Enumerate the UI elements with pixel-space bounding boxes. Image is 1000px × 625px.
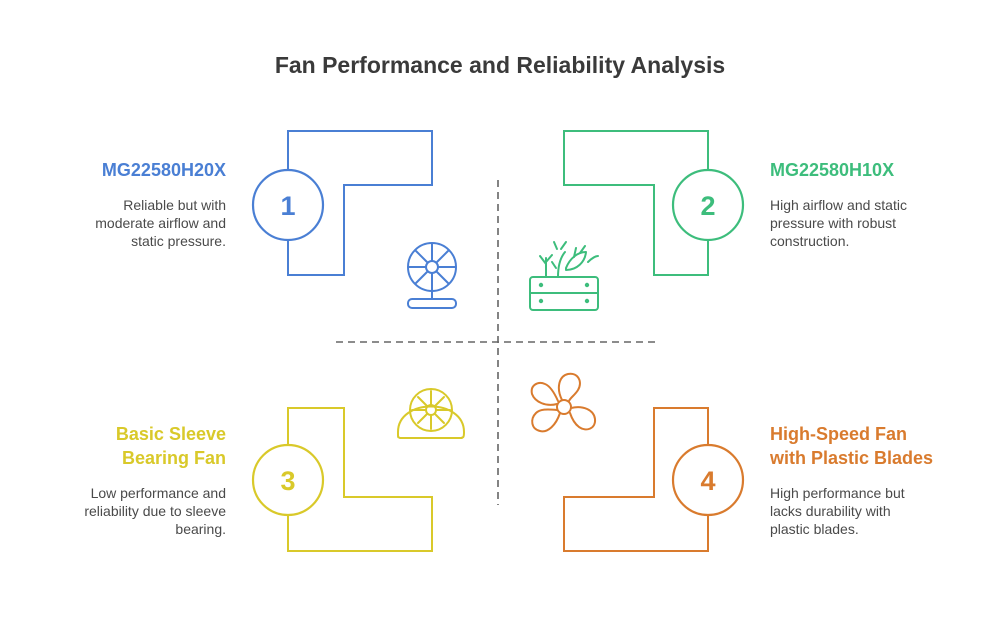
quadrant-1-badge: 1 [251,168,325,242]
quadrant-2-description: High airflow and static pressure with ro… [770,197,907,249]
quadrant-1-number: 1 [280,191,295,221]
quadrant-2-number: 2 [700,191,715,221]
quadrant-3-frame [287,407,433,552]
quadrant-1-title: MG22580H20X [101,160,226,180]
quadrant-2-badge: 2 [671,168,745,242]
desk-fan-icon [407,242,457,309]
quadrant-1-description: Reliable but with moderate airflow and s… [95,197,226,249]
quadrant-4-badge: 4 [671,443,745,517]
quadrant-4-number: 4 [700,466,715,496]
blower-fan-icon [397,388,465,439]
quadrant-2-frame [563,130,709,276]
quadrant-1-frame [287,130,433,276]
quadrant-3-number: 3 [280,466,295,496]
quadrant-4-description: High performance but lacks durability wi… [770,485,905,537]
quadrant-2-title: MG22580H10X [770,160,895,180]
quadrant-4-title: High-Speed Fan with Plastic Blades [770,424,934,468]
page-title: Fan Performance and Reliability Analysis [274,52,726,78]
quadrant-3-badge: 3 [251,443,325,517]
propeller-icon [530,372,597,433]
planter-box-icon [529,241,599,311]
quadrant-4-frame [563,407,709,552]
quadrant-3-description: Low performance and reliability due to s… [84,485,226,537]
quadrant-3-title: Basic Sleeve Bearing Fan [115,424,226,468]
